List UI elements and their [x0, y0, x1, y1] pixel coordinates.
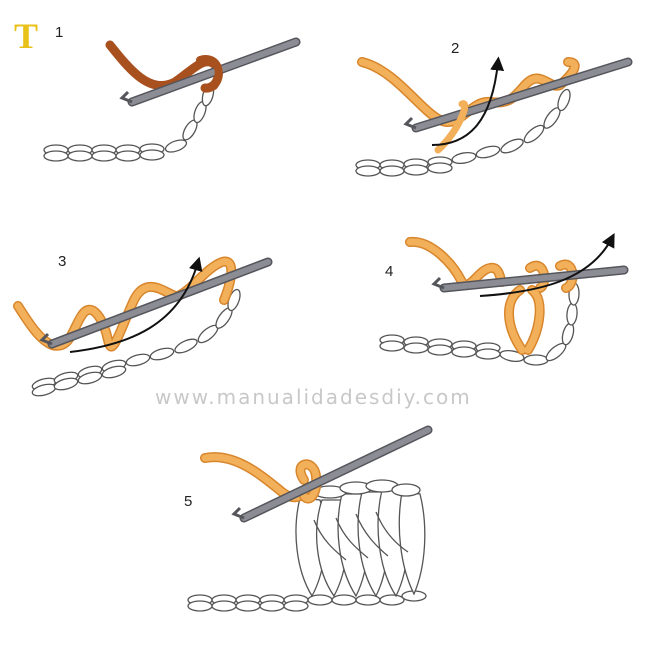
curved-arrow-icon — [431, 56, 505, 146]
yarn-loop — [196, 55, 223, 90]
yarn — [13, 256, 237, 352]
step-5: 5 — [184, 425, 433, 612]
curved-arrow-icon — [479, 233, 615, 297]
chain-stitches — [43, 83, 215, 162]
crochet-hook-icon — [39, 257, 273, 349]
step-4: 4 — [379, 233, 629, 366]
step-number: 1 — [55, 24, 63, 41]
brand-mark: T — [14, 16, 38, 56]
step-3: 3 — [13, 253, 273, 397]
step-2: 2 — [355, 40, 633, 177]
crochet-hook-icon — [403, 57, 633, 133]
crochet-hook-icon — [119, 37, 301, 107]
step-1: 1 — [43, 24, 301, 162]
step-number: 5 — [184, 493, 192, 510]
chain-stitches — [31, 288, 241, 397]
crochet-hook-icon — [431, 265, 629, 293]
curved-arrow-icon — [69, 256, 203, 353]
watermark: www.manualidadesdiy.com — [155, 385, 472, 409]
chain-stitches — [187, 590, 427, 612]
step-number: 4 — [385, 263, 393, 280]
chain-stitches — [379, 282, 580, 366]
yarn — [105, 40, 223, 93]
crochet-hook-icon — [231, 425, 433, 523]
step-number: 2 — [451, 40, 459, 57]
step-number: 3 — [58, 253, 66, 270]
chain-stitches — [355, 88, 571, 177]
treble-stitch-fabric — [295, 479, 426, 598]
